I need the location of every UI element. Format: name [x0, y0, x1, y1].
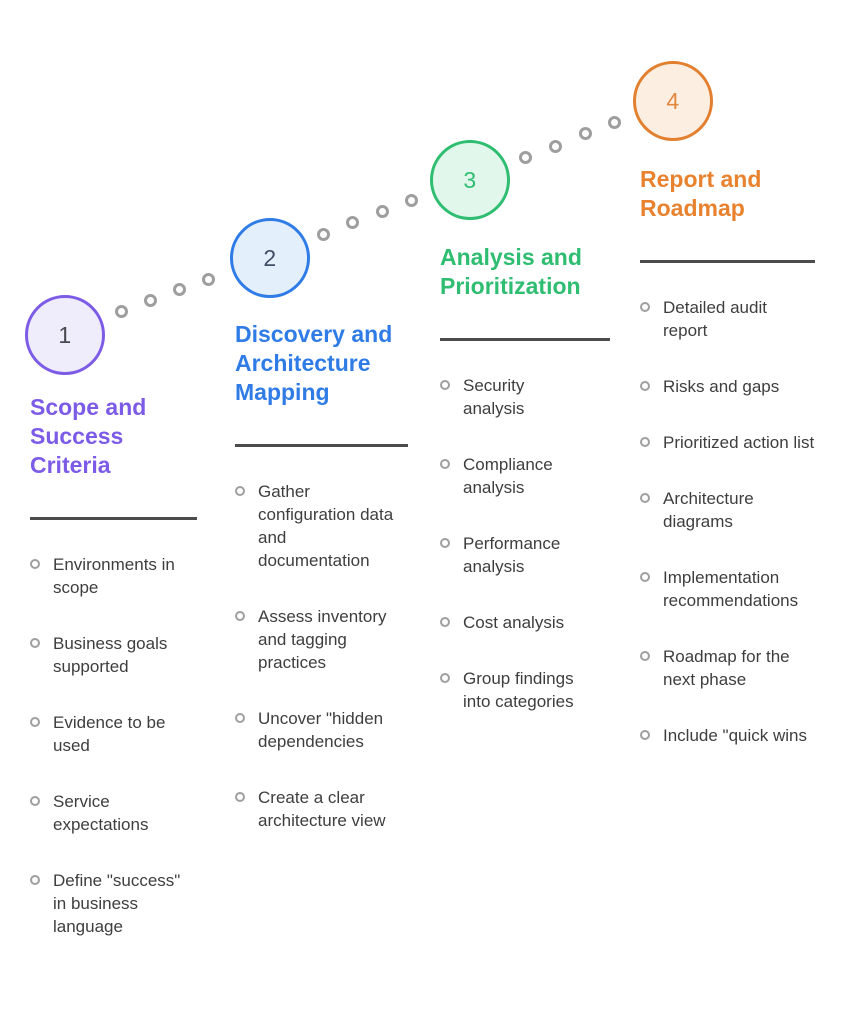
- item-text: Assess inventory and tagging practices: [258, 607, 387, 672]
- step-2-circle: 2: [230, 218, 310, 298]
- step-2-number: 2: [263, 244, 277, 271]
- item-text: Cost analysis: [463, 613, 565, 632]
- bullet-icon: [440, 673, 450, 683]
- list-item: Assess inventory and tagging practices: [235, 605, 395, 674]
- bullet-icon: [640, 493, 650, 503]
- step-2-column: Discovery and Architecture Mapping Gathe…: [235, 320, 420, 865]
- item-text: Detailed audit report: [663, 298, 767, 340]
- bullet-icon: [30, 638, 40, 648]
- list-item: Detailed audit report: [640, 296, 815, 342]
- item-text: Create a clear architecture view: [258, 788, 386, 830]
- item-text: Risks and gaps: [663, 377, 780, 396]
- list-item: Create a clear architecture view: [235, 786, 395, 832]
- list-item: Include "quick wins: [640, 724, 815, 747]
- step-4-circle: 4: [633, 61, 713, 141]
- list-item: Evidence to be used: [30, 711, 198, 757]
- step-3-title: Analysis and Prioritization: [440, 244, 582, 299]
- step-2-items: Gather configuration data and documentat…: [235, 480, 395, 832]
- bullet-icon: [640, 651, 650, 661]
- divider: [440, 338, 610, 341]
- list-item: Implementation recommendations: [640, 566, 815, 612]
- connector-dot: [115, 305, 128, 318]
- bullet-icon: [30, 717, 40, 727]
- connector-dot: [579, 127, 592, 140]
- item-text: Environments in scope: [53, 555, 175, 597]
- bullet-icon: [235, 611, 245, 621]
- connector-dot: [376, 205, 389, 218]
- connector-dot: [405, 194, 418, 207]
- bullet-icon: [640, 302, 650, 312]
- list-item: Business goals supported: [30, 632, 198, 678]
- bullet-icon: [640, 572, 650, 582]
- list-item: Roadmap for the next phase: [640, 645, 815, 691]
- list-item: Risks and gaps: [640, 375, 815, 398]
- bullet-icon: [235, 713, 245, 723]
- connector-dot: [608, 116, 621, 129]
- bullet-icon: [640, 381, 650, 391]
- list-item: Cost analysis: [440, 611, 590, 634]
- bullet-icon: [640, 437, 650, 447]
- connector-dot: [549, 140, 562, 153]
- item-text: Implementation recommendations: [663, 568, 799, 610]
- connector-dot: [519, 151, 532, 164]
- item-text: Business goals supported: [53, 634, 168, 676]
- item-text: Include "quick wins: [663, 726, 807, 745]
- bullet-icon: [30, 796, 40, 806]
- list-item: Prioritized action list: [640, 431, 815, 454]
- item-text: Compliance analysis: [463, 455, 553, 497]
- item-text: Group findings into categories: [463, 669, 574, 711]
- item-text: Security analysis: [463, 376, 525, 418]
- connector-dot: [173, 283, 186, 296]
- connector-dot: [317, 228, 330, 241]
- bullet-icon: [640, 730, 650, 740]
- step-4-items: Detailed audit report Risks and gaps Pri…: [640, 296, 815, 747]
- list-item: Service expectations: [30, 790, 198, 836]
- step-1-items: Environments in scope Business goals sup…: [30, 553, 198, 938]
- list-item: Gather configuration data and documentat…: [235, 480, 395, 572]
- step-3-number: 3: [463, 166, 477, 193]
- item-text: Gather configuration data and documentat…: [258, 482, 394, 570]
- step-1-number: 1: [58, 321, 72, 348]
- bullet-icon: [440, 617, 450, 627]
- step-1-column: Scope and Success Criteria Environments …: [30, 393, 198, 971]
- divider: [640, 260, 815, 263]
- bullet-icon: [30, 559, 40, 569]
- connector-dot: [144, 294, 157, 307]
- bullet-icon: [235, 792, 245, 802]
- step-2-title: Discovery and Architecture Mapping: [235, 321, 393, 405]
- step-4-title: Report and Roadmap: [640, 166, 762, 221]
- list-item: Security analysis: [440, 374, 590, 420]
- list-item: Define "success" in business language: [30, 869, 198, 938]
- bullet-icon: [440, 380, 450, 390]
- item-text: Architecture diagrams: [663, 489, 754, 531]
- connector-dot: [346, 216, 359, 229]
- item-text: Service expectations: [53, 792, 149, 834]
- item-text: Roadmap for the next phase: [663, 647, 790, 689]
- item-text: Prioritized action list: [663, 433, 815, 452]
- item-text: Uncover "hidden dependencies: [258, 709, 384, 751]
- list-item: Performance analysis: [440, 532, 590, 578]
- step-1-title: Scope and Success Criteria: [30, 394, 147, 478]
- item-text: Evidence to be used: [53, 713, 166, 755]
- step-3-circle: 3: [430, 140, 510, 220]
- bullet-icon: [30, 875, 40, 885]
- connector-dot: [202, 273, 215, 286]
- bullet-icon: [440, 538, 450, 548]
- step-4-number: 4: [666, 87, 680, 114]
- item-text: Performance analysis: [463, 534, 561, 576]
- divider: [235, 444, 408, 447]
- step-3-column: Analysis and Prioritization Security ana…: [440, 243, 618, 746]
- bullet-icon: [440, 459, 450, 469]
- list-item: Compliance analysis: [440, 453, 590, 499]
- step-4-column: Report and Roadmap Detailed audit report…: [640, 165, 825, 780]
- list-item: Architecture diagrams: [640, 487, 815, 533]
- bullet-icon: [235, 486, 245, 496]
- item-text: Define "success" in business language: [53, 871, 181, 936]
- divider: [30, 517, 197, 520]
- step-1-circle: 1: [25, 295, 105, 375]
- list-item: Environments in scope: [30, 553, 198, 599]
- list-item: Uncover "hidden dependencies: [235, 707, 395, 753]
- step-3-items: Security analysis Compliance analysis Pe…: [440, 374, 590, 713]
- list-item: Group findings into categories: [440, 667, 590, 713]
